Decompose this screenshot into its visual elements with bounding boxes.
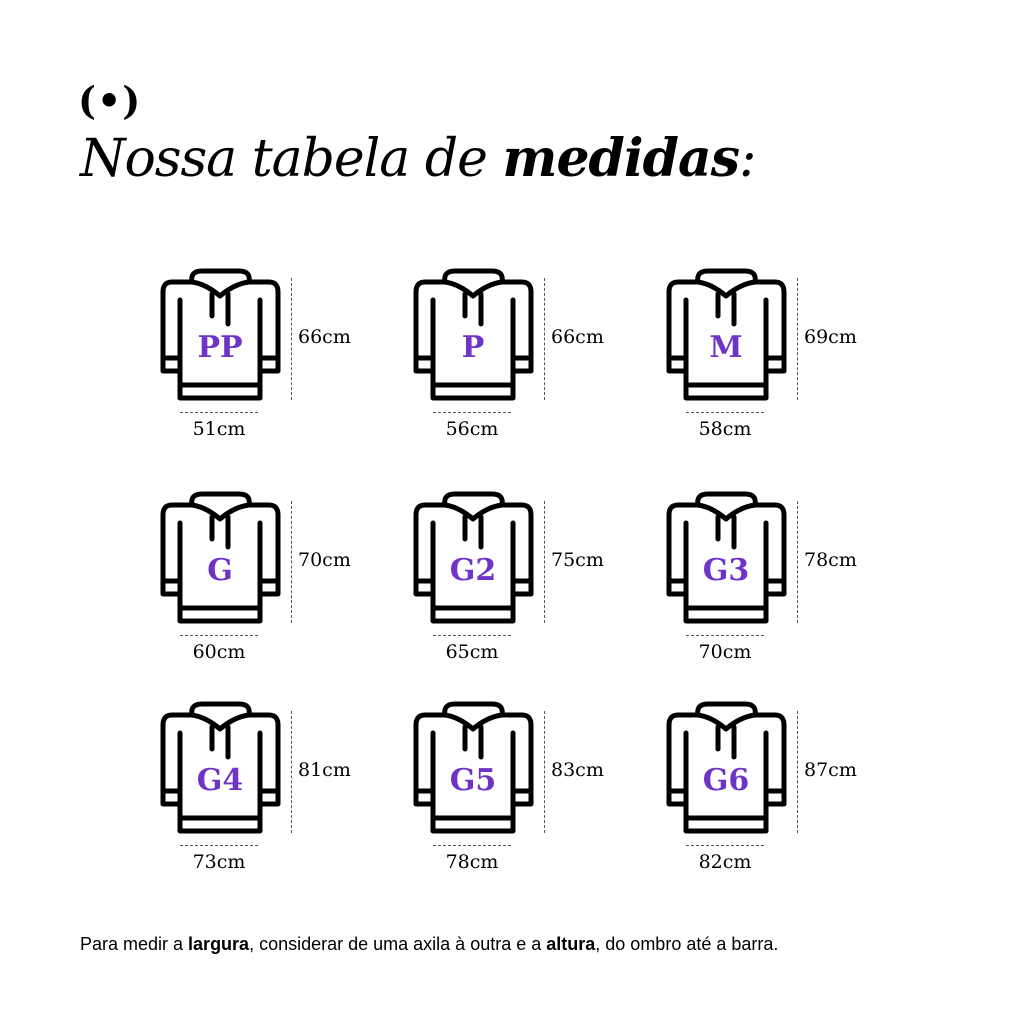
size-item-p: P 66cm 56cm <box>413 268 633 458</box>
height-dashed-line <box>544 501 545 623</box>
note-text: , do ombro até a barra. <box>595 934 779 954</box>
size-label: G5 <box>449 763 497 798</box>
height-value: 78cm <box>804 549 857 571</box>
width-dashed-line <box>180 635 258 636</box>
height-dashed-line <box>797 501 798 623</box>
height-value: 69cm <box>804 326 857 348</box>
width-value: 60cm <box>192 641 246 663</box>
width-value: 65cm <box>445 641 499 663</box>
width-value: 82cm <box>698 851 752 873</box>
size-item-pp: PP 66cm 51cm <box>160 268 380 458</box>
hoodie-icon <box>160 491 281 624</box>
size-label: M <box>709 330 743 365</box>
width-value: 70cm <box>698 641 752 663</box>
width-dashed-line <box>433 845 511 846</box>
height-value: 87cm <box>804 759 857 781</box>
width-dashed-line <box>180 845 258 846</box>
height-value: 83cm <box>551 759 604 781</box>
height-value: 70cm <box>298 549 351 571</box>
note-text: , considerar de uma axila à outra e a <box>249 934 547 954</box>
height-dashed-line <box>291 711 292 833</box>
title-bold: medidas <box>502 128 740 189</box>
size-item-g2: G2 75cm 65cm <box>413 491 633 681</box>
width-dashed-line <box>180 412 258 413</box>
measure-note: Para medir a largura, considerar de uma … <box>80 934 778 955</box>
height-value: 66cm <box>551 326 604 348</box>
width-value: 78cm <box>445 851 499 873</box>
size-label: G2 <box>449 553 497 588</box>
height-dashed-line <box>291 501 292 623</box>
width-dashed-line <box>686 845 764 846</box>
title-colon: : <box>738 129 757 189</box>
note-bold-width: largura <box>188 934 250 954</box>
size-item-m: M 69cm 58cm <box>666 268 886 458</box>
brand-logo: (•) <box>78 78 142 123</box>
size-item-g5: G5 83cm 78cm <box>413 701 633 891</box>
size-label: PP <box>197 330 243 365</box>
height-value: 75cm <box>551 549 604 571</box>
hoodie-icon <box>160 268 281 401</box>
width-dashed-line <box>686 412 764 413</box>
height-dashed-line <box>544 278 545 400</box>
size-label: G3 <box>702 553 750 588</box>
hoodie-icon <box>413 268 534 401</box>
size-label: P <box>461 330 485 365</box>
width-dashed-line <box>433 412 511 413</box>
height-value: 81cm <box>298 759 351 781</box>
size-item-g: G 70cm 60cm <box>160 491 380 681</box>
size-item-g6: G6 87cm 82cm <box>666 701 886 891</box>
width-value: 51cm <box>192 418 246 440</box>
width-value: 73cm <box>192 851 246 873</box>
size-label: G6 <box>702 763 750 798</box>
width-dashed-line <box>686 635 764 636</box>
width-value: 58cm <box>698 418 752 440</box>
hoodie-icon <box>160 701 281 834</box>
width-dashed-line <box>433 635 511 636</box>
title-normal: Nossa tabela de <box>80 129 503 189</box>
height-dashed-line <box>544 711 545 833</box>
height-dashed-line <box>291 278 292 400</box>
hoodie-icon <box>413 491 534 624</box>
note-text: Para medir a <box>80 934 189 954</box>
hoodie-icon <box>666 701 787 834</box>
note-bold-height: altura <box>546 934 596 954</box>
height-dashed-line <box>797 711 798 833</box>
size-label: G <box>207 553 233 588</box>
width-value: 56cm <box>445 418 499 440</box>
page-title: Nossa tabela de medidas: <box>80 128 756 189</box>
size-item-g3: G3 78cm 70cm <box>666 491 886 681</box>
size-item-g4: G4 81cm 73cm <box>160 701 380 891</box>
height-value: 66cm <box>298 326 351 348</box>
hoodie-icon <box>666 491 787 624</box>
height-dashed-line <box>797 278 798 400</box>
hoodie-icon <box>666 268 787 401</box>
hoodie-icon <box>413 701 534 834</box>
size-label: G4 <box>196 763 244 798</box>
